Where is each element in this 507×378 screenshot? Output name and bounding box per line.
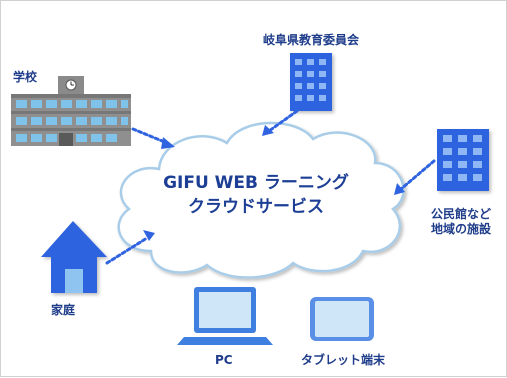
public-facility-label-line2: 地域の施設 (431, 222, 492, 236)
school-building-icon (11, 76, 131, 146)
arrow-public-facility (399, 159, 436, 191)
arrow-home (105, 236, 149, 265)
public-facility-label-line1: 公民館など (431, 207, 492, 221)
arrowhead-school (161, 137, 175, 149)
home-label: 家庭 (51, 303, 76, 317)
home-icon (41, 221, 107, 293)
public-facility-building-icon (437, 129, 489, 191)
arrowhead-home (143, 230, 155, 241)
pc-laptop-icon (177, 287, 273, 345)
school-label: 学校 (13, 70, 38, 84)
connection-arrows (105, 109, 436, 265)
tablet-label: タブレット端末 (301, 353, 386, 367)
public-facility-label: 公民館など 地域の施設 (431, 207, 491, 237)
arrowhead-board (262, 125, 274, 136)
cloud-service-title: GIFU WEB ラーニング クラウドサービス (141, 171, 371, 219)
cloud-title-line2: クラウドサービス (188, 197, 324, 217)
pc-label: PC (215, 353, 233, 367)
cloud-title-line1: GIFU WEB ラーニング (163, 173, 349, 193)
board-label: 岐阜県教育委員会 (263, 33, 360, 47)
arrowhead-public-facility (394, 183, 405, 195)
tablet-icon (310, 297, 374, 341)
arrow-school (131, 127, 169, 145)
arrow-heads (143, 125, 405, 241)
board-building-icon (290, 53, 332, 111)
arrow-board (267, 109, 299, 133)
cloud-shape (117, 121, 405, 279)
